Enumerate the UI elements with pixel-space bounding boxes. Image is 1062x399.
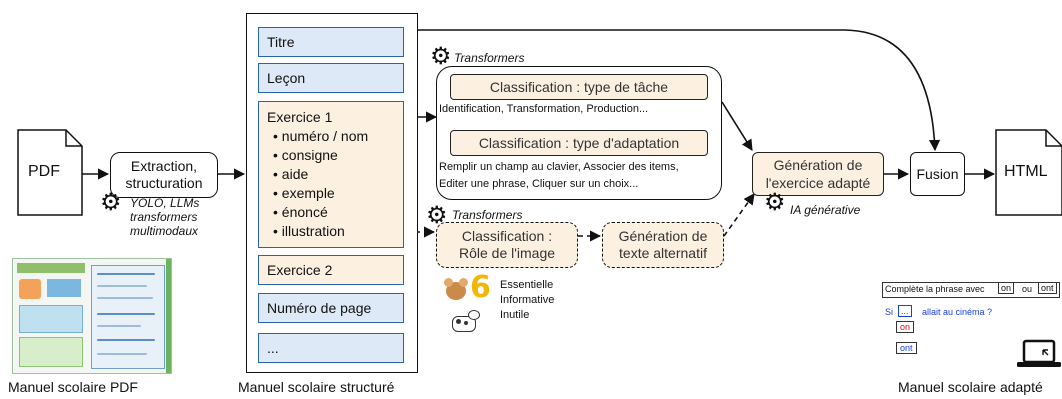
field-enonce: • énoncé <box>273 204 328 220</box>
image-role-box: Classification : Rôle de l'image <box>436 222 578 268</box>
sample-option-ont[interactable]: ont <box>896 342 917 354</box>
field-exemple: • exemple <box>273 185 335 201</box>
exercice2-box: Exercice 2 <box>258 255 404 285</box>
arrow-titre-to-fusion <box>418 29 941 152</box>
sample-prefix: Si <box>885 307 894 317</box>
generation-box: Génération de l'exercice adapté <box>752 152 884 196</box>
adaptation-type-box: Classification : type d'adaptation <box>450 130 708 156</box>
image-role-line1: Classification : <box>461 228 553 244</box>
extraction-box: Extraction, structuration <box>110 152 218 198</box>
sample-choice-on: on <box>998 282 1015 294</box>
cow-illustration <box>448 310 480 332</box>
field-aide: • aide <box>273 166 309 182</box>
generation-tool: IA générative <box>790 203 861 217</box>
role-informative: Informative <box>500 294 555 306</box>
extraction-tools-line2: transformers <box>130 210 198 224</box>
extraction-label-line2: structuration <box>125 175 203 191</box>
role-essentielle: Essentielle <box>500 279 554 291</box>
pdf-document-icon <box>17 129 83 216</box>
gear-icon: ⚙ <box>430 42 452 70</box>
sample-option-on[interactable]: on <box>896 321 915 333</box>
gear-icon: ⚙ <box>100 188 122 216</box>
transformers-bottom-tool: Transformers <box>452 208 523 222</box>
html-document-icon <box>995 129 1062 216</box>
adaptation-examples-line2: Editer une phrase, Cliquer sur un choix.… <box>439 178 639 190</box>
six-illustration: 6 <box>470 270 491 305</box>
field-illustration: • illustration <box>273 223 345 239</box>
mouse-illustration <box>442 276 470 302</box>
adaptation-examples-line1: Remplir un champ au clavier, Associer de… <box>439 161 679 173</box>
fusion-box: Fusion <box>910 152 965 196</box>
adapted-caption: Manuel scolaire adapté <box>898 379 1043 395</box>
alt-text-box: Génération de texte alternatif <box>602 222 724 268</box>
gear-icon: ⚙ <box>764 188 786 216</box>
structured-caption: Manuel scolaire structuré <box>238 379 395 395</box>
alt-text-line2: texte alternatif <box>619 245 707 261</box>
arrow-alt-text-to-generation <box>723 193 755 237</box>
exercice1-title: Exercice 1 <box>267 109 333 125</box>
pdf-label: PDF <box>28 163 60 180</box>
field-consigne: • consigne <box>273 147 338 163</box>
extraction-tools-line3: multimodaux <box>130 224 199 238</box>
role-inutile: Inutile <box>500 309 530 321</box>
sample-rest: allait au cinéma ? <box>922 307 993 317</box>
titre-box: Titre <box>258 27 404 57</box>
lecon-box: Leçon <box>258 63 404 93</box>
adapted-sample: Complète la phrase avec on ou ont Si ...… <box>882 282 1060 362</box>
image-role-line2: Rôle de l'image <box>458 245 556 261</box>
arrow-transformers-to-generation <box>721 101 753 151</box>
field-numero: • numéro / nom <box>273 128 369 144</box>
generation-line1: Génération de <box>773 157 863 173</box>
generation-line2: l'exercice adapté <box>765 175 871 191</box>
sample-choice-ont: ont <box>1038 282 1057 294</box>
transformers-top-tool: Transformers <box>454 51 525 65</box>
extraction-label-line1: Extraction, <box>130 158 198 174</box>
exercice1-box: Exercice 1 • numéro / nom • consigne • a… <box>258 101 404 248</box>
extraction-tools-line1: YOLO, LLMs <box>130 196 200 210</box>
task-type-box: Classification : type de tâche <box>450 74 708 100</box>
gear-icon: ⚙ <box>426 201 448 229</box>
page-number-box: Numéro de page <box>258 293 404 323</box>
html-label: HTML <box>1004 163 1048 180</box>
sample-choice-ou: ou <box>1022 284 1033 294</box>
alt-text-line1: Génération de <box>618 228 708 244</box>
more-box: ... <box>258 333 404 363</box>
laptop-icon <box>1017 339 1061 367</box>
pdf-caption: Manuel scolaire PDF <box>8 379 138 395</box>
sample-instruction: Complète la phrase avec <box>885 284 985 294</box>
task-type-examples: Identification, Transformation, Producti… <box>439 103 649 115</box>
sample-blank[interactable]: ... <box>898 305 912 317</box>
pdf-thumbnail <box>12 258 172 374</box>
